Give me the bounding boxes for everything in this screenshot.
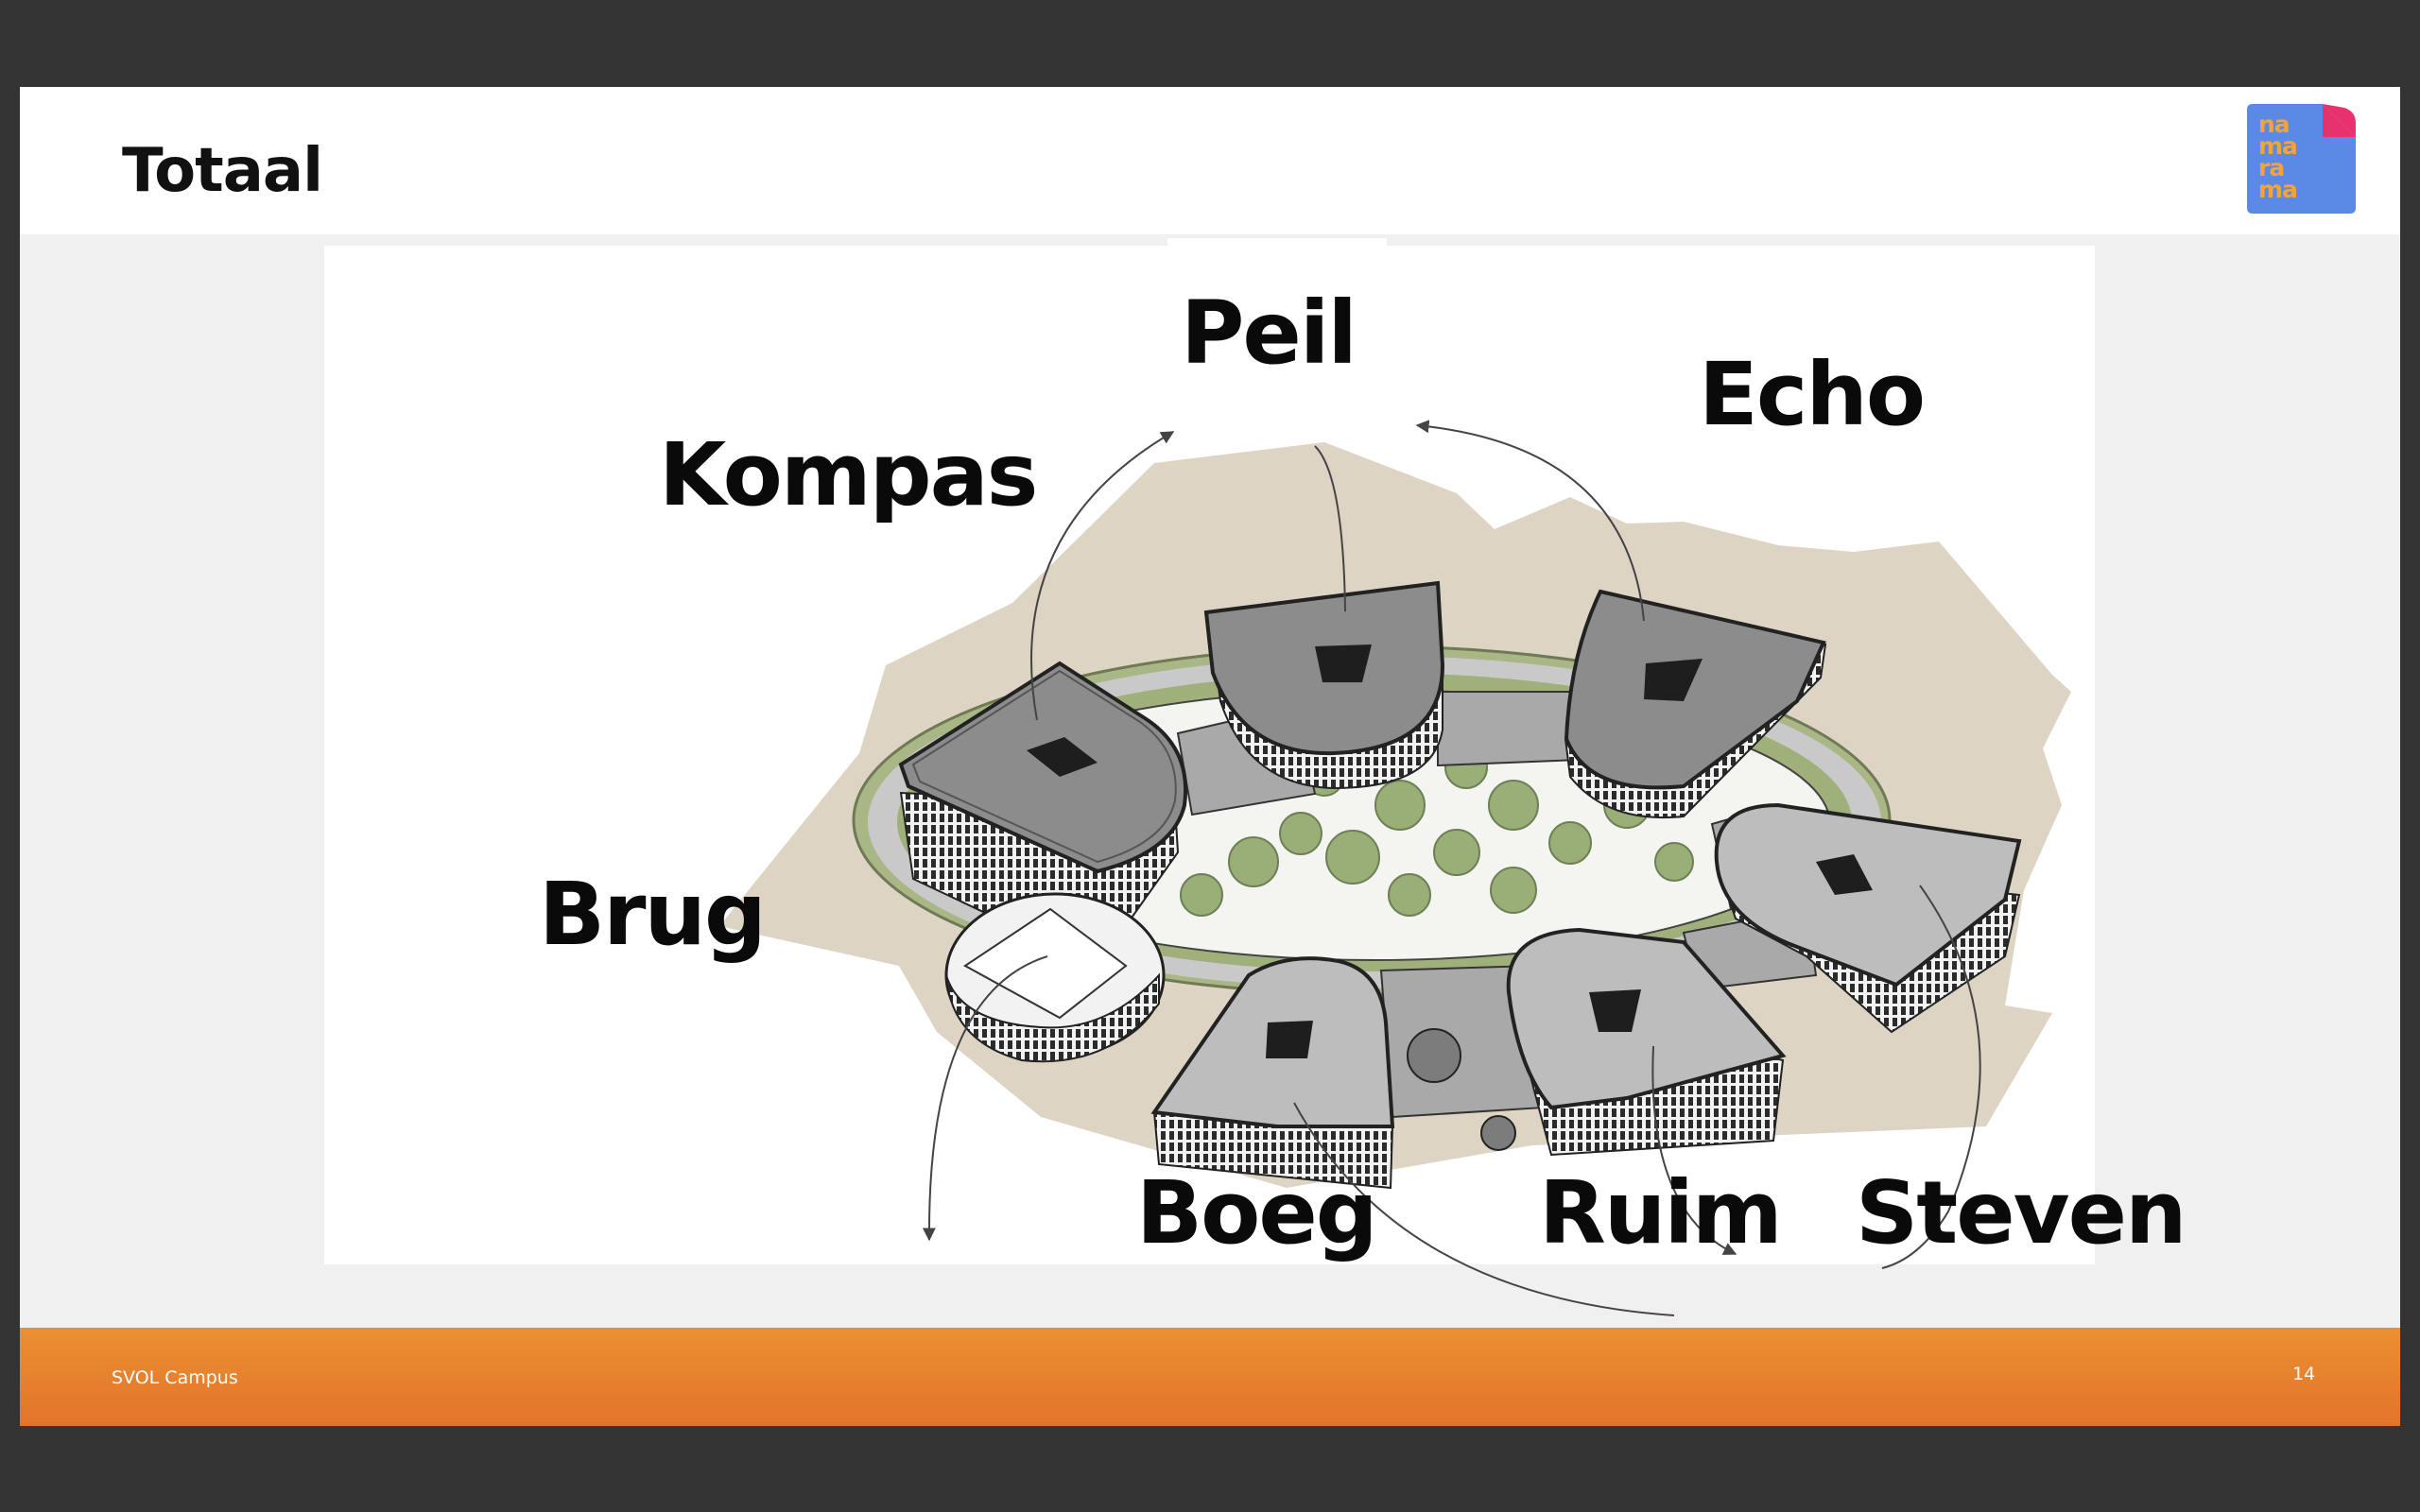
building-ruim (1506, 927, 1787, 1157)
building-echo (1564, 589, 1827, 819)
slide-title: Totaal (122, 136, 323, 206)
image-tab (1167, 238, 1387, 249)
building-brug (944, 892, 1166, 1063)
building-label-brug: Brug (539, 864, 767, 965)
building-label-kompas: Kompas (659, 424, 1038, 525)
building-label-peil: Peil (1181, 283, 1357, 384)
building-label-ruim: Ruim (1539, 1162, 1783, 1263)
building-boeg (1150, 956, 1516, 1190)
slide-footer: SVOL Campus 14 (20, 1328, 2400, 1426)
building-label-steven: Steven (1856, 1162, 2187, 1263)
building-label-echo: Echo (1699, 344, 1926, 445)
slide: Totaal na ma ra ma (20, 87, 2400, 1426)
building-peil (1203, 580, 1445, 790)
namarama-logo-icon: na ma ra ma (2247, 104, 2356, 214)
building-label-boeg: Boeg (1136, 1162, 1378, 1263)
footer-label: SVOL Campus (112, 1367, 238, 1388)
building-steven (1714, 802, 2022, 1034)
page-number: 14 (2292, 1364, 2316, 1384)
logo-text: na ma ra ma (2258, 111, 2298, 203)
campus-illustration (719, 420, 2071, 1316)
slide-header: Totaal na ma ra ma (20, 87, 2400, 234)
label-arrows (922, 420, 1981, 1316)
